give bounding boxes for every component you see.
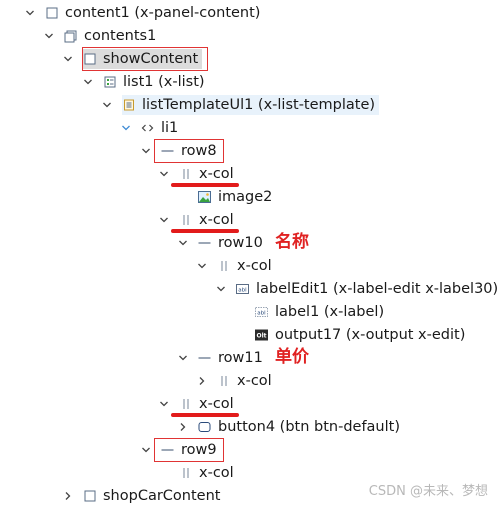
column-icon	[179, 168, 192, 181]
tree-node-button4[interactable]: button4 (btn btn-default)	[177, 416, 404, 438]
tree-node-label: label1 (x-label)	[275, 304, 385, 320]
annotation-underline	[171, 183, 239, 187]
tree-node-label: x-col	[199, 166, 234, 182]
tree-node-xcol[interactable]: x-col	[158, 163, 238, 185]
tree-node-xcol[interactable]: x-col	[158, 462, 238, 484]
tree-node-label: row9	[181, 442, 217, 458]
chevron-down-icon[interactable]	[158, 168, 170, 180]
label-icon: abl	[255, 306, 268, 319]
chevron-down-icon[interactable]	[24, 7, 36, 19]
chevron-right-icon[interactable]	[196, 375, 208, 387]
tree-node-label: x-col	[237, 258, 272, 274]
row-icon	[161, 444, 174, 457]
column-icon	[179, 214, 192, 227]
chevron-down-icon[interactable]	[215, 283, 227, 295]
annotation-underline	[171, 229, 239, 233]
annotation-underline	[171, 413, 239, 417]
panel-icon	[83, 490, 96, 503]
column-icon	[217, 260, 230, 273]
annotation-name: 名称	[275, 232, 309, 252]
tree-node-label: listTemplateUl1 (x-list-template)	[142, 97, 376, 113]
tree-node-row11[interactable]: row11	[177, 347, 267, 369]
tree-node-label: output17 (x-output x-edit)	[275, 327, 466, 343]
panel-icon	[45, 7, 58, 20]
tree-node-label: list1 (x-list)	[123, 74, 205, 90]
annotation-box-row9	[154, 438, 224, 462]
tree-node-shopcarcontent[interactable]: shopCarContent	[62, 485, 224, 507]
svg-text:Olt: Olt	[256, 333, 266, 340]
chevron-right-icon[interactable]	[62, 490, 74, 502]
tree-node-label: shopCarContent	[103, 488, 221, 504]
tree-node-label: contents1	[84, 28, 157, 44]
template-icon	[122, 99, 135, 112]
tree-node-showcontent[interactable]: showContent	[62, 48, 203, 70]
watermark: CSDN @未来、梦想	[368, 484, 488, 499]
chevron-down-icon[interactable]	[177, 237, 189, 249]
svg-text:abl: abl	[238, 288, 247, 294]
column-icon	[217, 375, 230, 388]
chevron-down-icon[interactable]	[120, 122, 132, 134]
chevron-down-icon[interactable]	[140, 145, 152, 157]
annotation-price: 单价	[275, 347, 309, 367]
contents-icon	[64, 30, 77, 43]
tree-node-labeledit1[interactable]: abl labelEdit1 (x-label-edit x-label30)	[215, 278, 500, 300]
chevron-down-icon[interactable]	[158, 398, 170, 410]
column-icon	[179, 398, 192, 411]
tree-node-list1[interactable]: list1 (x-list)	[82, 71, 209, 93]
tree-node-label: labelEdit1 (x-label-edit x-label30)	[256, 281, 499, 297]
tree-node-xcol[interactable]: x-col	[196, 370, 276, 392]
tree-node-label1[interactable]: abl label1 (x-label)	[234, 301, 388, 323]
chevron-down-icon[interactable]	[177, 352, 189, 364]
tree-node-label: x-col	[199, 212, 234, 228]
tree-node-label: row11	[218, 350, 263, 366]
row-icon	[198, 237, 211, 250]
tree-node-listtemplateul1[interactable]: listTemplateUl1 (x-list-template)	[101, 94, 380, 116]
button-icon	[198, 421, 211, 434]
tree-node-row10[interactable]: row10	[177, 232, 267, 254]
chevron-right-icon[interactable]	[177, 421, 189, 433]
row-icon	[198, 352, 211, 365]
tree-node-row8[interactable]: row8	[140, 140, 221, 162]
tree-node-xcol[interactable]: x-col	[158, 209, 238, 231]
chevron-down-icon[interactable]	[101, 99, 113, 111]
tree-node-label: content1 (x-panel-content)	[65, 5, 261, 21]
chevron-down-icon[interactable]	[62, 53, 74, 65]
tree-node-label: showContent	[103, 51, 199, 67]
chevron-down-icon[interactable]	[82, 76, 94, 88]
tree-node-xcol[interactable]: x-col	[158, 393, 238, 415]
tree-node-li1[interactable]: li1	[120, 117, 182, 139]
output-icon: Olt	[255, 329, 268, 342]
image-icon	[198, 191, 211, 204]
tree-node-label: button4 (btn btn-default)	[218, 419, 400, 435]
chevron-down-icon[interactable]	[158, 214, 170, 226]
tree-node-label: x-col	[199, 396, 234, 412]
chevron-down-icon[interactable]	[43, 30, 55, 42]
tree-node-row9[interactable]: row9	[140, 439, 221, 461]
annotation-box-row8	[154, 139, 224, 163]
tree-node-label: x-col	[199, 465, 234, 481]
chevron-down-icon[interactable]	[140, 444, 152, 456]
svg-text:abl: abl	[257, 311, 266, 317]
tree-node-content1[interactable]: content1 (x-panel-content)	[24, 2, 264, 24]
tree-node-contents1[interactable]: contents1	[43, 25, 160, 47]
list-icon	[103, 76, 116, 89]
row-icon	[161, 145, 174, 158]
chevron-down-icon[interactable]	[196, 260, 208, 272]
code-tag-icon	[141, 122, 154, 135]
tree-node-label: x-col	[237, 373, 272, 389]
tree-node-image2[interactable]: image2	[177, 186, 276, 208]
tree-node-label: row10	[218, 235, 263, 251]
label-edit-icon: abl	[236, 283, 249, 296]
annotation-box-showcontent	[82, 47, 208, 71]
tree-node-xcol[interactable]: x-col	[196, 255, 276, 277]
tree-node-label: li1	[161, 120, 179, 136]
column-icon	[179, 467, 192, 480]
tree-node-label: row8	[181, 143, 217, 159]
tree-node-label: image2	[218, 189, 273, 205]
tree-node-output17[interactable]: Olt output17 (x-output x-edit)	[234, 324, 469, 346]
panel-icon	[83, 53, 96, 66]
